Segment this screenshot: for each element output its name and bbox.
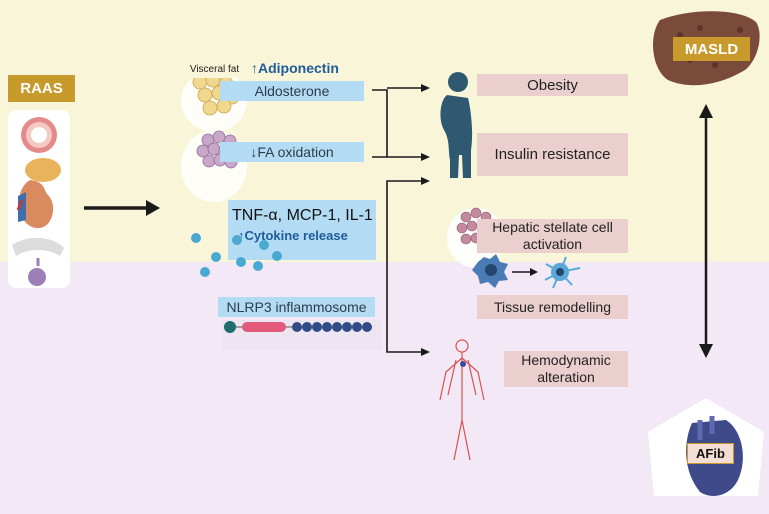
adiponectin-label: ↑Adiponectin [251, 60, 339, 76]
raas-tag: RAAS [8, 75, 75, 102]
afib-label: AFib [696, 446, 725, 461]
hemodynamic-box: Hemodynamic alteration [504, 351, 628, 387]
nlrp3-label: NLRP3 inflammosome [226, 299, 367, 315]
afib-tag: AFib [687, 443, 734, 464]
aldosterone-label: Aldosterone [254, 83, 330, 99]
hemodynamic-label-1: Hemodynamic [521, 352, 611, 368]
upper-region-background [0, 0, 769, 262]
insulin-resistance-box: Insulin resistance [477, 133, 628, 176]
cytokine-release-label: ↑Cytokine release [238, 228, 348, 243]
masld-label: MASLD [684, 40, 739, 58]
tissue-remodelling-box: Tissue remodelling [477, 295, 628, 319]
cytokine-names: TNF-α, MCP-1, IL-1 [232, 207, 373, 224]
raas-label: RAAS [20, 80, 63, 97]
pituitary-icon [12, 237, 64, 286]
raas-organs-card [8, 110, 70, 288]
tissue-remodelling-label: Tissue remodelling [494, 298, 611, 315]
adrenal-kidney-icon [16, 158, 61, 229]
hemodynamic-label-2: alteration [537, 369, 595, 385]
fa-oxidation-label: ↓FA oxidation [250, 144, 334, 160]
cytokine-box: TNF-α, MCP-1, IL-1 ↑Cytokine release [228, 200, 376, 260]
lower-region-background [0, 262, 769, 514]
obesity-label: Obesity [527, 76, 578, 94]
obesity-box: Obesity [477, 74, 628, 96]
hepatic-stellate-label-2: activation [522, 236, 583, 252]
masld-tag: MASLD [673, 37, 750, 61]
visceral-fat-label: Visceral fat [181, 61, 248, 78]
fa-oxidation-box: ↓FA oxidation [220, 142, 364, 162]
insulin-resistance-label: Insulin resistance [494, 146, 611, 163]
blood-vessel-icon [21, 117, 57, 153]
hepatic-stellate-label-1: Hepatic stellate cell [492, 219, 613, 235]
nlrp3-box: NLRP3 inflammosome [218, 297, 375, 317]
hepatic-stellate-box: Hepatic stellate cell activation [477, 219, 628, 253]
aldosterone-box: Aldosterone [220, 81, 364, 101]
